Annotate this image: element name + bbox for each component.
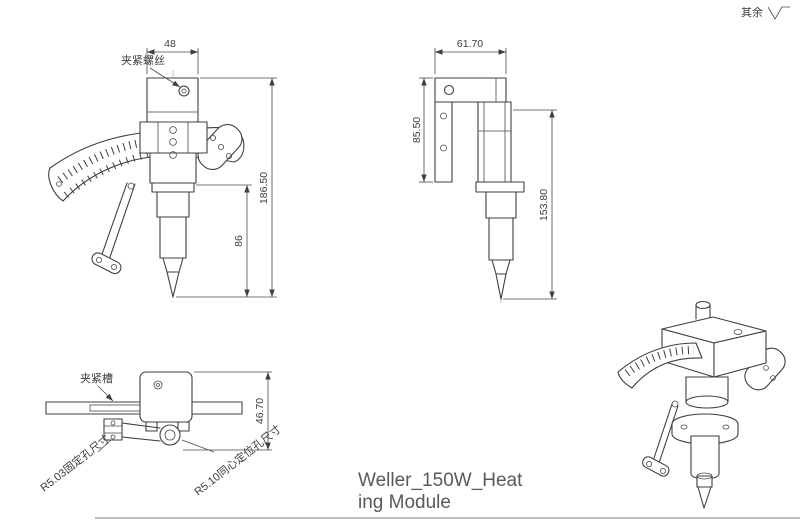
dim-6170: 61.70 — [457, 38, 483, 50]
heater-body — [485, 191, 517, 219]
locating-hole-note: R5.10同心定位孔尺寸 — [191, 422, 283, 499]
dim-4670: 46.70 — [254, 398, 266, 424]
linkage-end — [91, 252, 122, 275]
heater-body — [156, 191, 190, 218]
top-view: 夹紧槽 46.70 R5.03固定孔尺寸 R5.10同心定位孔尺寸 — [37, 371, 284, 499]
linkage-end — [642, 456, 670, 477]
isometric-view — [617, 300, 786, 509]
linkage-bracket — [103, 418, 123, 441]
clamp-slot-leader — [97, 385, 114, 402]
dim-86: 86 — [233, 235, 245, 247]
surface-roughness-icon — [767, 6, 790, 20]
scale-arm-end-hole — [56, 181, 62, 187]
linkage-rod — [651, 403, 673, 465]
other-surfaces-label: 其余 — [741, 5, 763, 19]
top-block — [146, 77, 199, 123]
heater-barrel — [159, 216, 187, 259]
flange — [475, 181, 525, 193]
clamp-slot-label: 夹紧槽 — [80, 372, 113, 385]
fixing-hole — [110, 420, 116, 426]
mid-block — [139, 121, 208, 154]
heater-barrel — [488, 217, 514, 261]
solder-tip — [495, 273, 507, 300]
side-column — [477, 101, 512, 183]
title-line-1: Weller_150W_Heat — [358, 470, 523, 491]
flange — [151, 182, 195, 193]
top-knob — [695, 300, 711, 310]
front-view: 夹紧螺丝 48 186.50 86 — [48, 38, 277, 302]
locating-hole-leader — [181, 439, 215, 453]
clamp-screw — [178, 85, 190, 97]
side-screw — [443, 84, 455, 96]
fixing-hole-note: R5.03固定孔尺寸 — [37, 431, 112, 494]
side-view: 61.70 85.50 153.80 — [411, 38, 557, 305]
clamp-screw-leader — [149, 67, 181, 88]
solder-tip — [166, 271, 180, 298]
dim-48: 48 — [164, 38, 176, 50]
locating-boss — [159, 424, 181, 446]
collar — [696, 475, 713, 488]
clamp-screw-label: 夹紧螺丝 — [121, 54, 165, 67]
drawing-title: Weller_150W_Heat ing Module — [358, 470, 523, 513]
dim-8550: 85.50 — [411, 117, 423, 143]
heater-barrel — [690, 435, 720, 480]
title-line-2: ing Module — [358, 492, 451, 513]
scale-arm — [617, 342, 703, 389]
linkage-rod — [99, 182, 128, 261]
scale-ticks-upper — [57, 137, 155, 184]
dim-186: 186.50 — [258, 172, 270, 204]
fixing-hole-leader — [97, 439, 112, 453]
arm-paddle — [197, 123, 243, 171]
locating-hole — [164, 429, 176, 441]
tip-taper — [162, 257, 184, 273]
dim-15380: 153.80 — [538, 189, 550, 221]
lower-block — [149, 152, 197, 184]
top-bar — [434, 77, 507, 103]
solder-tip — [697, 486, 712, 509]
center-block — [139, 371, 193, 423]
surface-finish-note: 其余 — [741, 5, 790, 20]
tip-taper — [491, 259, 511, 275]
side-plate — [434, 101, 453, 183]
